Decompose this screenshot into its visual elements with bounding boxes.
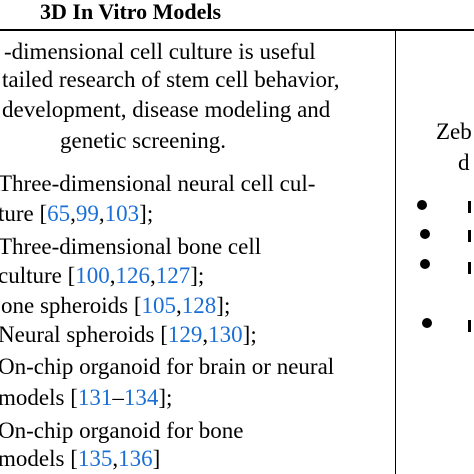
right-column-heading-1: Zeb (436, 119, 472, 144)
item-5-line-2: models [131–134]; (0, 385, 173, 410)
intro-line-2: tailed research of stem cell behavior, (2, 67, 340, 92)
text-fragment-icon (468, 201, 471, 213)
item-4-line-1: Neural spheroids [129,130]; (0, 322, 257, 347)
header-rule (0, 29, 474, 31)
item-6-line-2: models [135,136] (0, 446, 161, 471)
bullet-icon (420, 229, 430, 239)
intro-line-4: genetic screening. (60, 128, 227, 153)
item-5-line-1: On-chip organoid for brain or neural (0, 354, 335, 379)
bullet-icon (417, 200, 427, 210)
item-1-line-2: ture [65,99,103]; (0, 201, 154, 226)
citation-link[interactable]: 129 (167, 322, 203, 347)
item-1-line-1: Three-dimensional neural cell cul- (0, 171, 316, 196)
item-3-line-1: one spheroids [105,128]; (1, 293, 231, 318)
text-fragment-icon (468, 262, 471, 274)
intro-line-1: -dimensional cell culture is useful (4, 39, 316, 64)
citation-link[interactable]: 65 (47, 201, 71, 226)
citation-link[interactable]: 126 (115, 263, 151, 288)
text-fragment-icon (468, 320, 471, 332)
column-divider (395, 29, 396, 474)
text-fragment-icon (468, 230, 471, 242)
citation-link[interactable]: 105 (141, 293, 177, 318)
citation-link[interactable]: 136 (118, 446, 153, 471)
intro-line-3: development, disease modeling and (2, 97, 331, 122)
citation-link[interactable]: 128 (181, 293, 217, 318)
item-2-line-2: culture [100,126,127]; (0, 263, 205, 288)
citation-link[interactable]: 130 (208, 322, 243, 347)
section-title: 3D In Vitro Models (40, 0, 222, 24)
item-2-line-1: Three-dimensional bone cell (0, 234, 262, 259)
citation-link[interactable]: 99 (75, 201, 99, 226)
item-6-line-1: On-chip organoid for bone (0, 418, 244, 443)
citation-link[interactable]: 103 (104, 201, 140, 226)
bullet-icon (422, 318, 432, 328)
bullet-icon (420, 259, 430, 269)
citation-link[interactable]: 131 (77, 385, 113, 410)
citation-link[interactable]: 135 (77, 446, 113, 471)
citation-link[interactable]: 127 (155, 263, 191, 288)
right-column-heading-2: d (458, 150, 470, 175)
citation-link[interactable]: 100 (75, 263, 110, 288)
citation-link[interactable]: 134 (123, 385, 159, 410)
